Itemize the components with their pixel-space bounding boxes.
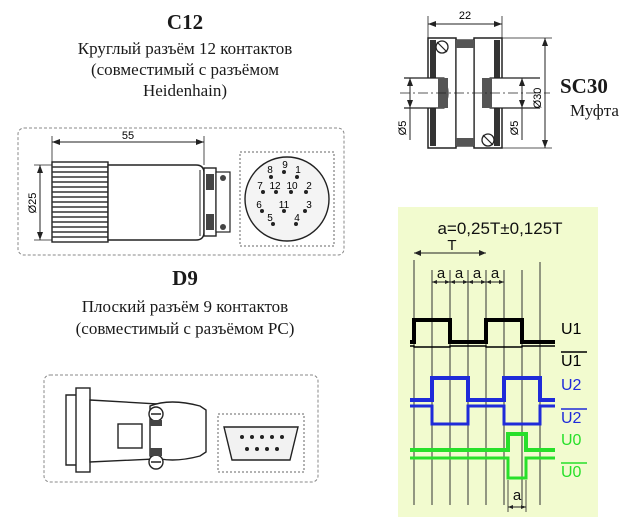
c12-title: C12 (166, 10, 204, 34)
u1-label: U1 (561, 321, 582, 338)
a-label-1: a (437, 265, 446, 282)
a-label-4: a (491, 265, 500, 282)
d9-connector-drawing (65, 387, 207, 473)
c12-pin-label-11: 11 (279, 200, 290, 211)
sc30-title: SC30 (560, 74, 608, 98)
u1-inverse-waveform (410, 345, 555, 348)
c12-pin-face (244, 156, 330, 242)
d9-frame (43, 374, 319, 483)
u0-waveform (410, 432, 555, 452)
u2-label: U2 (561, 377, 582, 394)
c12-pin-label-8: 8 (267, 165, 273, 176)
c12-pin-label-2: 2 (306, 181, 312, 192)
u1-inverse-label: U1 (561, 353, 582, 370)
u1-waveform (410, 318, 555, 344)
u2-inverse-waveform (410, 404, 555, 426)
u2-inverse-label: U2 (561, 410, 582, 427)
c12-pin-label-1: 1 (295, 165, 301, 176)
sc30-coupling-drawing (400, 16, 552, 149)
c12-pin-label-5: 5 (267, 213, 273, 224)
c12-pin-dots (260, 170, 308, 226)
c12-description-line3: Heidenhain) (142, 81, 228, 100)
sc30-right-bore-dimension: Ø5 (509, 121, 521, 136)
c12-connector-drawing (34, 136, 231, 243)
d9-pin-face (217, 413, 305, 473)
d9-title: D9 (172, 266, 198, 290)
c12-pin-label-9: 9 (282, 160, 288, 171)
signal-diagram-background (398, 207, 598, 517)
c12-length-dimension: 55 (122, 130, 134, 142)
sc30-outer-diameter-dimension: Ø30 (532, 88, 544, 109)
a-label-2: a (455, 265, 464, 282)
c12-frame (17, 127, 345, 256)
u0-inverse-waveform (410, 456, 555, 480)
c12-diameter-dimension: Ø25 (27, 193, 39, 214)
c12-description-line1: Круглый разъём 12 контактов (77, 39, 293, 58)
signal-formula: a=0,25T±0,125T (437, 219, 562, 238)
d9-description-line2: (совместимый с разъёмом PC) (75, 319, 295, 338)
c12-pin-label-6: 6 (256, 200, 262, 211)
d9-description-line1: Плоский разъём 9 контактов (81, 297, 289, 316)
c12-pin-face-frame (239, 151, 335, 247)
c12-pin-label-10: 10 (286, 181, 298, 192)
c12-pin-label-7: 7 (257, 181, 263, 192)
c12-pin-label-4: 4 (294, 213, 300, 224)
u2-waveform (410, 376, 555, 402)
sc30-width-dimension: 22 (459, 10, 471, 22)
a-label-bottom: a (513, 487, 522, 504)
u0-inverse-label: U0 (561, 464, 582, 481)
a-label-3: a (473, 265, 482, 282)
sc30-left-bore-dimension: Ø5 (397, 121, 409, 136)
sc30-name: Муфта (570, 101, 619, 120)
c12-description-line2: (совместимый с разъёмом (90, 60, 280, 79)
period-label: T (447, 237, 456, 254)
c12-pin-label-12: 12 (269, 181, 281, 192)
c12-pin-label-3: 3 (306, 200, 312, 211)
u0-label: U0 (561, 432, 582, 449)
